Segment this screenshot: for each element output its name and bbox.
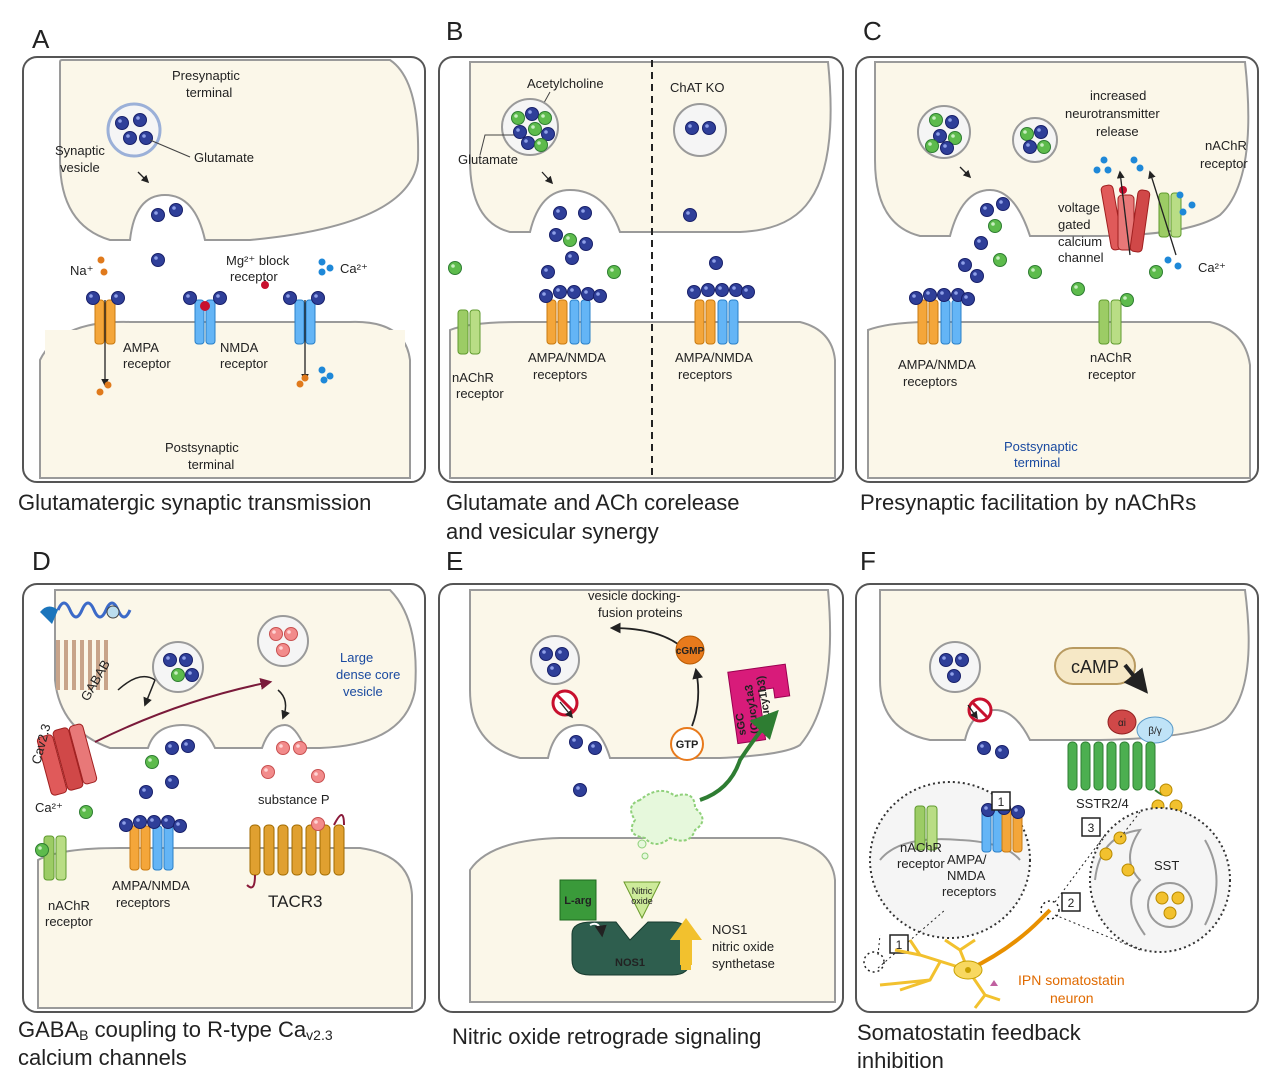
gabab-receptor [40, 601, 132, 690]
f-caption-1: Somatostatin feedback [857, 1020, 1082, 1045]
f-camp: cAMP [1071, 657, 1119, 677]
e-caption: Nitric oxide retrograde signaling [452, 1024, 761, 1049]
f-caption-2: inhibition [857, 1048, 944, 1073]
d-tacr3: TACR3 [268, 892, 322, 911]
panel-a-letter: A [32, 24, 50, 54]
ipn-neuron [879, 908, 1052, 1009]
e-l-arg: L-arg [564, 895, 592, 907]
b-chat-ko: ChAT KO [670, 80, 724, 95]
panel-b-letter: B [446, 16, 463, 46]
a-na: Na⁺ [70, 263, 93, 278]
a-glutamate: Glutamate [194, 150, 254, 165]
c-ca: Ca²⁺ [1198, 260, 1226, 275]
d-caption-2: calcium channels [18, 1045, 187, 1070]
b-glutamate: Glutamate [458, 152, 518, 167]
f-sstr: SSTR2/4 [1076, 796, 1129, 811]
d-ca: Ca²⁺ [35, 800, 63, 815]
f-box3: 3 [1088, 821, 1095, 835]
e-vesicle-docking: vesicle docking-fusion proteins [588, 588, 683, 620]
panel-e: E vesicle docking-fusion proteins cGMP G… [438, 546, 844, 1049]
e-gtp: GTP [676, 739, 699, 751]
b-acetylcholine: Acetylcholine [527, 76, 604, 91]
c-caption: Presynaptic facilitation by nAChRs [860, 490, 1196, 515]
tacr3-receptor [246, 814, 345, 889]
f-box1: 1 [896, 938, 903, 952]
panel-d-letter: D [32, 546, 51, 576]
a-ca: Ca²⁺ [340, 261, 368, 276]
f-sst: SST [1154, 858, 1179, 873]
f-alpha-i: αi [1118, 718, 1126, 729]
b-caption-1: Glutamate and ACh corelease [446, 490, 740, 515]
e-nos1-enzyme: NOS1 [615, 957, 645, 969]
d-caption-1: GABAB coupling to R-type Cav2.3 [18, 1017, 333, 1043]
sstr-receptor [1067, 741, 1165, 796]
b-caption-2: and vesicular synergy [446, 519, 659, 544]
panel-f-letter: F [860, 546, 876, 576]
f-box1-top: 1 [998, 795, 1005, 809]
a-caption: Glutamatergic synaptic transmission [18, 490, 371, 515]
e-cgmp: cGMP [676, 646, 705, 657]
panel-e-letter: E [446, 546, 463, 576]
f-beta-gamma: β/γ [1148, 726, 1162, 737]
panel-c-letter: C [863, 16, 882, 46]
cav23-channel [36, 723, 98, 796]
f-box2: 2 [1068, 896, 1075, 910]
d-substance-p: substance P [258, 792, 330, 807]
